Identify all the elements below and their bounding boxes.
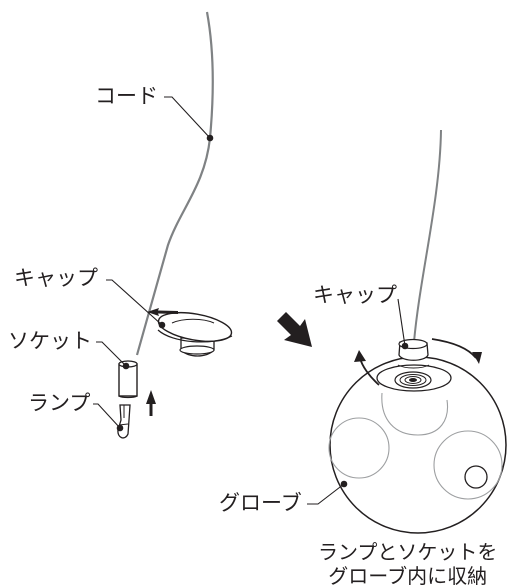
lamp-bulb (117, 404, 131, 439)
cap-left (157, 311, 233, 357)
socket (118, 360, 138, 399)
left-exploded-view (117, 11, 233, 439)
caption-line-1: ランプとソケットを (318, 540, 498, 564)
label-cap-right: キャップ (313, 283, 397, 307)
label-cap-left: キャップ (14, 266, 98, 290)
label-cord: コード (95, 84, 158, 108)
cord (135, 11, 214, 356)
right-assembled-view (328, 129, 507, 534)
label-globe: グローブ (219, 491, 302, 515)
caption-line-2: グローブ内に収納 (328, 563, 488, 588)
globe-hole (464, 465, 488, 489)
leader-dots (116, 134, 409, 488)
label-socket: ソケット (8, 329, 92, 353)
rotate-arrow-right-icon (431, 338, 477, 359)
label-lamp: ランプ (28, 391, 91, 415)
arrow-left-icon (147, 308, 178, 316)
arrow-right-down-icon (277, 312, 312, 347)
arrow-up-icon (146, 390, 156, 416)
cord-right (413, 129, 442, 343)
caption: ランプとソケットを グローブ内に収納 (318, 540, 498, 588)
leader-lines (93, 96, 406, 505)
